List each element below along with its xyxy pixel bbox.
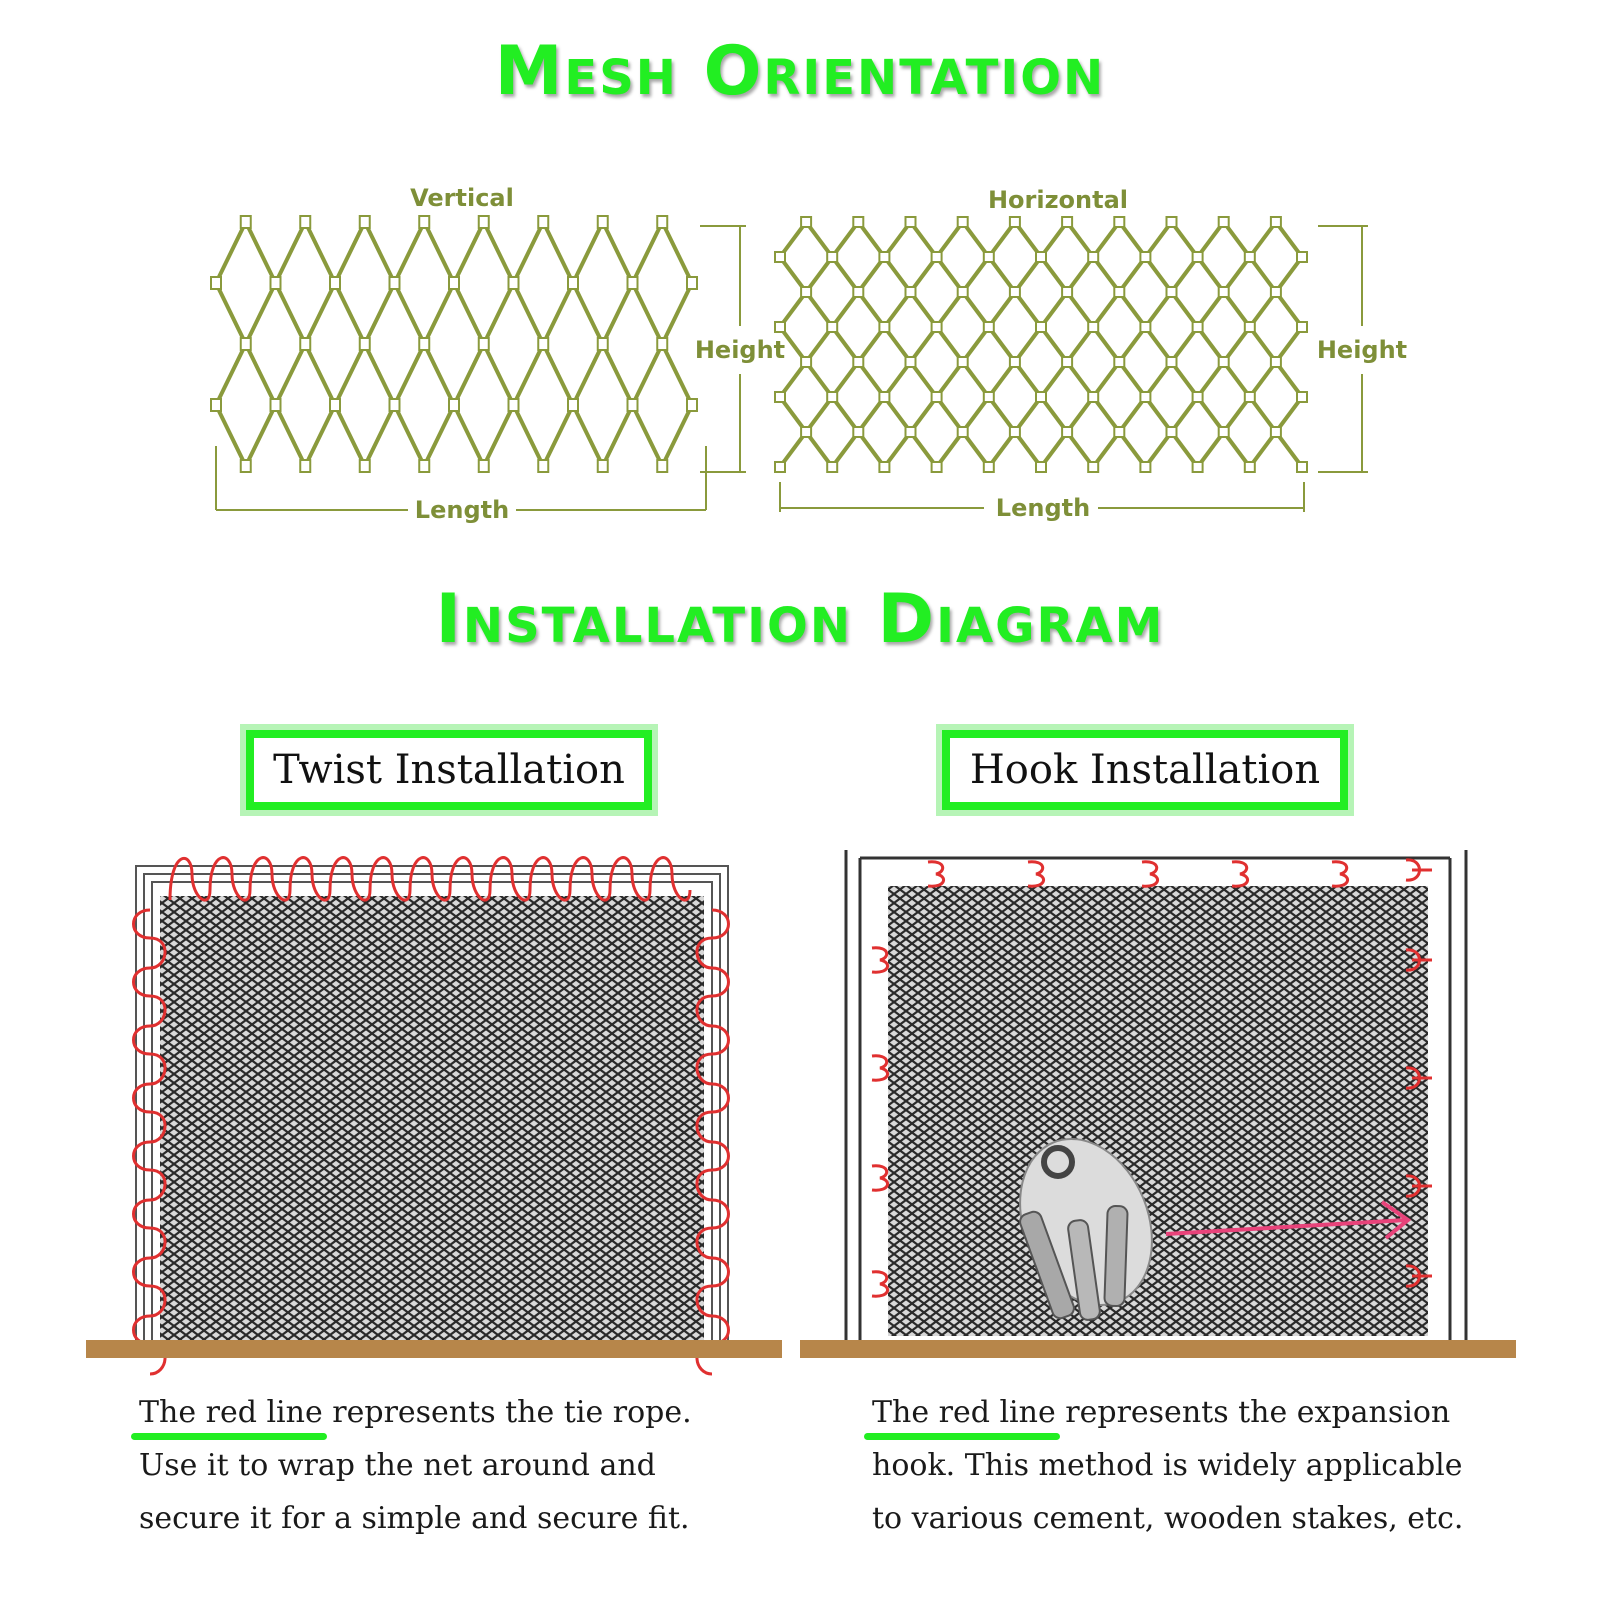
horizontal-height-label: Height <box>1317 336 1407 364</box>
twist-installation-label: Twist Installation <box>246 730 652 810</box>
hook-expansion-hooks <box>871 858 1432 1298</box>
hook-installation-label: Hook Installation <box>942 730 1348 810</box>
hook-caption-highlight: The red line <box>872 1395 1056 1430</box>
twist-caption: The red line represents the tie rope. Us… <box>139 1386 759 1545</box>
vertical-dimension-lines <box>215 225 746 511</box>
hook-caption-text: represents the expansion hook. This meth… <box>872 1395 1464 1536</box>
expansion-hook-photo <box>1019 1137 1153 1321</box>
installation-diagram-title: Installation Diagram <box>435 580 1165 659</box>
horizontal-mesh <box>774 216 1308 473</box>
mesh-orientation-diagram: Vertical Height Length Horizontal Height… <box>210 184 1407 524</box>
vertical-length-label: Length <box>415 496 509 524</box>
horizontal-label: Horizontal <box>988 186 1128 214</box>
twist-net <box>160 896 704 1340</box>
twist-installation-diagram <box>86 856 782 1376</box>
installation-diagram <box>86 850 1516 1376</box>
vertical-label: Vertical <box>410 184 514 212</box>
hook-installation-diagram <box>800 850 1516 1358</box>
pointer-arrow <box>1165 1200 1412 1240</box>
hook-frame <box>844 850 1468 1340</box>
twist-caption-text: represents the tie rope. Use it to wrap … <box>139 1395 692 1536</box>
hook-net <box>888 886 1428 1336</box>
twist-caption-highlight: The red line <box>139 1395 323 1430</box>
horizontal-length-label: Length <box>996 494 1090 522</box>
mesh-orientation-title: Mesh Orientation <box>494 32 1106 111</box>
vertical-mesh <box>210 215 698 473</box>
hook-caption: The red line represents the expansion ho… <box>872 1386 1492 1545</box>
twist-tie-rope <box>132 856 730 1376</box>
vertical-height-label: Height <box>695 336 785 364</box>
horizontal-dimension-lines <box>779 225 1368 512</box>
twist-ground <box>86 1340 782 1358</box>
hook-ground <box>800 1340 1516 1358</box>
